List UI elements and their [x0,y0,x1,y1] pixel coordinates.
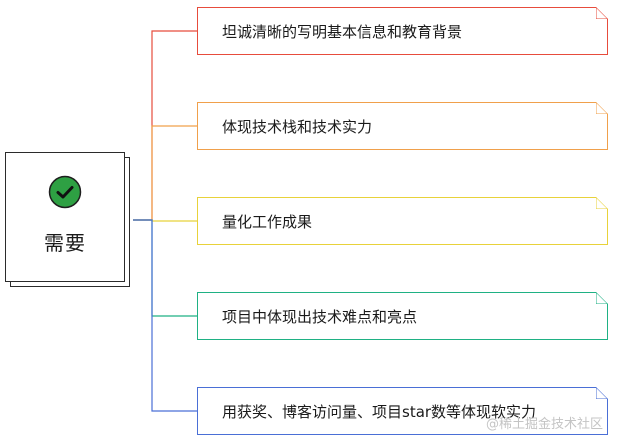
branch-node-5[interactable]: 用获奖、博客访问量、项目star数等体现软实力 [197,387,608,435]
connector-line-2 [133,125,197,221]
page-fold-icon [596,292,608,304]
connector-group [133,30,197,412]
connector-line-5 [133,219,197,412]
branch-label-2: 体现技术栈和技术实力 [222,117,373,136]
branch-label-4: 项目中体现出技术难点和亮点 [222,307,418,326]
check-circle-icon [48,175,82,209]
page-fold-icon [596,102,608,114]
main-topic-box[interactable]: 需要 [5,152,125,282]
branch-label-3: 量化工作成果 [222,212,313,231]
connector-line-4 [133,219,197,317]
branch-node-3[interactable]: 量化工作成果 [197,197,608,245]
page-fold-icon [596,197,608,209]
branch-node-1[interactable]: 坦诚清晰的写明基本信息和教育背景 [197,7,608,55]
page-fold-icon [596,387,608,399]
branch-node-4[interactable]: 项目中体现出技术难点和亮点 [197,292,608,340]
branch-label-5: 用获奖、博客访问量、项目star数等体现软实力 [222,402,537,421]
branch-label-1: 坦诚清晰的写明基本信息和教育背景 [222,22,463,41]
watermark: @稀土掘金技术社区 [485,417,603,432]
page-fold-icon [596,7,608,19]
branch-node-2[interactable]: 体现技术栈和技术实力 [197,102,608,150]
main-topic-label: 需要 [44,231,86,255]
